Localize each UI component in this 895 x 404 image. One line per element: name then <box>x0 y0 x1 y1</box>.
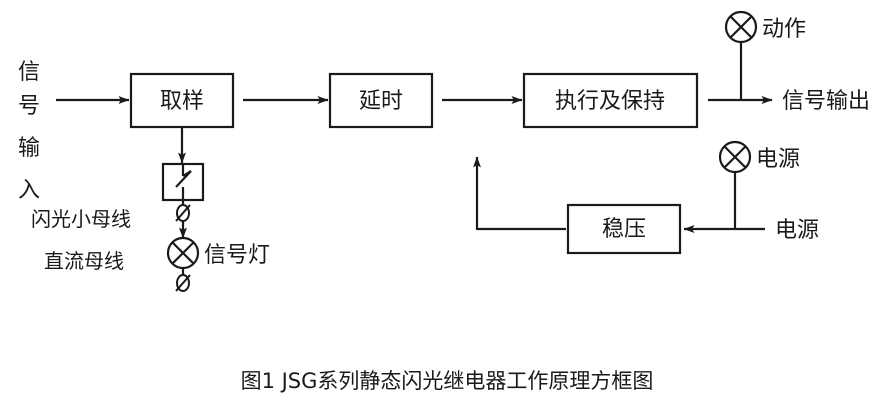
block-execute-hold-label: 执行及保持 <box>555 89 665 114</box>
power-lamp-label: 电源 <box>756 147 800 172</box>
block-regulator <box>566 203 682 255</box>
signal-lamp-label: 信号灯 <box>204 243 270 268</box>
input-label-char-3: 入 <box>18 178 40 203</box>
figure-caption: 图1 JSG系列静态闪光继电器工作原理方框图 <box>241 369 654 393</box>
block-delay <box>328 72 434 129</box>
block-regulator-label: 稳压 <box>602 217 646 242</box>
flash-bus-label: 闪光小母线 <box>31 207 131 231</box>
block-sampling-label: 取样 <box>160 89 204 114</box>
input-label-char-0: 信 <box>18 60 40 85</box>
lamp-cross-circle-icon-action <box>724 10 758 44</box>
lamp-cross-circle-icon-signal <box>166 236 200 270</box>
block-sampling <box>129 72 235 129</box>
signal-output-label: 信号输出 <box>782 89 870 114</box>
input-label-char-2: 输 <box>18 136 40 161</box>
input-label-char-1: 号 <box>18 94 40 119</box>
terminal-slash-icon-flash-bus <box>175 204 191 222</box>
power-source-label: 电源 <box>775 218 819 243</box>
relay-contact-icon <box>161 162 205 202</box>
dc-bus-label: 直流母线 <box>44 249 124 273</box>
block-delay-label: 延时 <box>359 89 403 114</box>
block-execute-hold <box>522 72 699 129</box>
terminal-slash-icon-dc-bus <box>175 274 191 292</box>
action-lamp-label: 动作 <box>762 17 806 42</box>
lamp-cross-circle-icon-power <box>718 140 752 174</box>
